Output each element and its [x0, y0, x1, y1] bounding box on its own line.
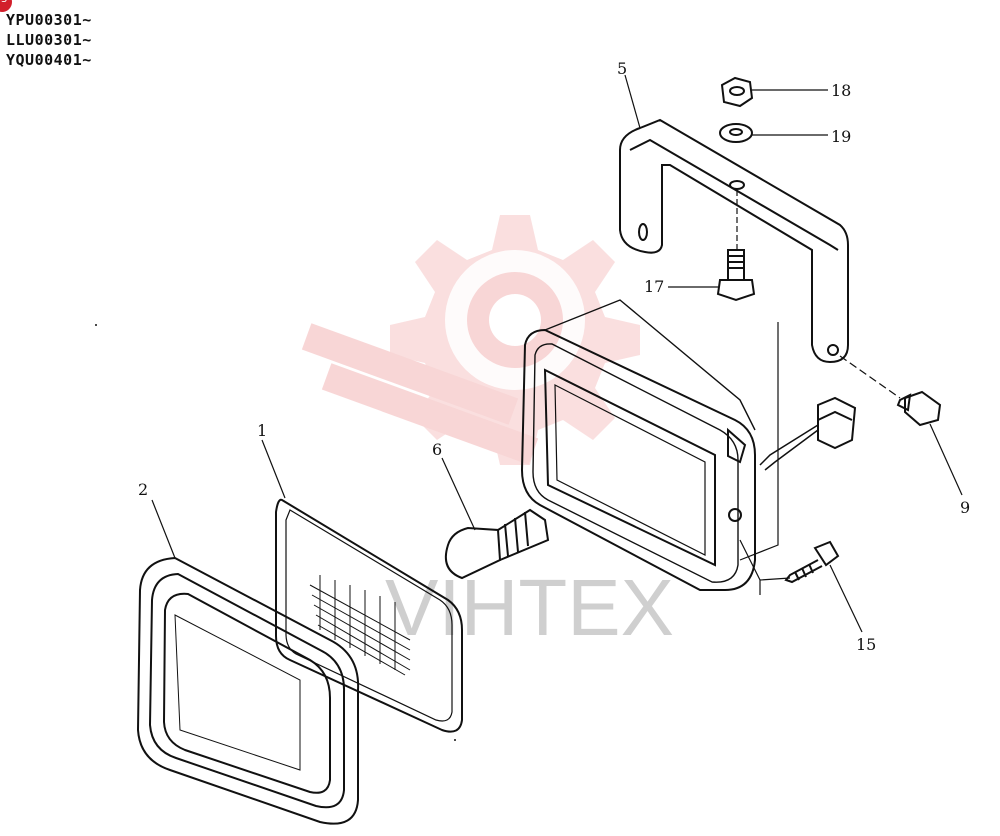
callout-9: 9: [960, 498, 970, 517]
callout-6: 6: [432, 440, 442, 459]
callout-18: 18: [831, 81, 851, 100]
part-9-screw: [896, 390, 942, 427]
watermark-text: VIHTEX: [385, 563, 674, 652]
part-19-washer: [719, 123, 753, 143]
callout-19: 19: [831, 127, 851, 146]
page-marker-badge: 3: [0, 0, 12, 12]
callout-17: 17: [644, 277, 664, 296]
serial-number: YPU00301~: [6, 11, 92, 29]
callout-5: 5: [617, 59, 627, 78]
lamp-housing: [520, 299, 756, 591]
part-17-bolt: [716, 249, 756, 302]
callout-2: 2: [138, 480, 148, 499]
serial-number-list: YPU00301~ LLU00301~ YQU00401~: [6, 10, 92, 70]
part-6-bulb: [444, 508, 550, 580]
callout-15: 15: [856, 635, 876, 654]
serial-number: YQU00401~: [6, 51, 92, 69]
page-marker-text: 3: [1, 0, 7, 5]
part-2-bezel: [136, 556, 360, 825]
part-1-lens: [275, 498, 463, 733]
wire-connector: [759, 396, 857, 471]
part-5-bracket: [619, 118, 849, 364]
watermark-logo: [301, 215, 640, 465]
serial-number: LLU00301~: [6, 31, 92, 49]
callout-1: 1: [257, 421, 267, 440]
part-15-screw: [784, 540, 840, 584]
part-18-nut: [720, 76, 754, 108]
